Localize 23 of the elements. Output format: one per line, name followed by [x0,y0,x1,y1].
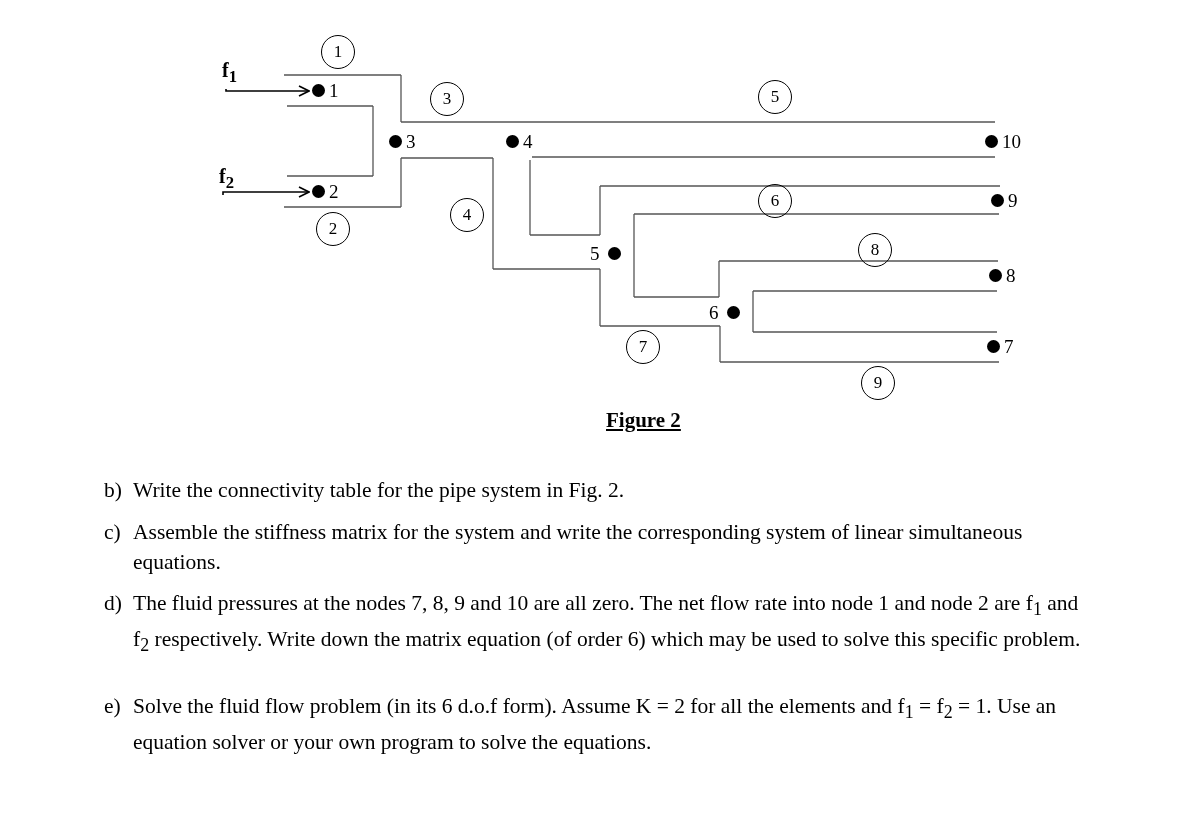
question-text: Solve the fluid flow problem (in its 6 d.o.f form). Assume K = 2 for all the elements and f$_{1}$ = f$_{2}$ = 1. Use an equation solver or your own program to solve the equations. [133,693,1058,756]
arrow [222,186,310,198]
node-number: 2 [329,182,339,201]
node-number: 9 [1008,191,1018,210]
node-number: 10 [1002,132,1021,151]
question-text: Assemble the stiffness matrix for the system and write the corresponding system of linear simultaneous equations. [133,519,1024,576]
item-letter: c) [104,519,121,546]
arrow [225,85,310,97]
figure-caption: Figure 2 [606,408,681,433]
item-letter: d) [104,590,122,617]
node-number: 7 [1004,337,1014,356]
node-number: 3 [406,132,416,151]
node-number: 5 [590,244,600,263]
node-number: 4 [523,132,533,151]
node-number: 8 [1006,266,1016,285]
question-text: Write the connectivity table for the pipe system in Fig. 2. [133,477,626,504]
flow-rate-label: f$_{1}$ [222,60,237,87]
node-number: 6 [709,303,719,322]
question-text: The fluid pressures at the nodes 7, 8, 9 and 10 are all zero. The net flow rate into node 1 and node 2 are f$_{1}$ and f$_{2}$ respectively. Write down the matrix equation (of order 6) which may be used to solve this specific problem. [133,590,1082,658]
item-letter: b) [104,477,122,504]
flow-rate-label: f$_{2}$ [219,166,234,193]
node-number: 1 [329,81,339,100]
item-letter: e) [104,693,121,720]
